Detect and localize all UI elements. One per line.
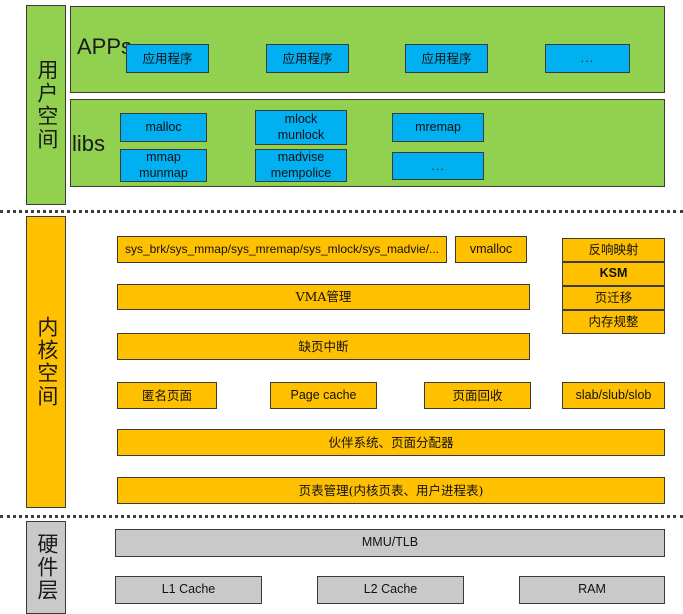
- hardware-ram-box[interactable]: RAM: [519, 576, 665, 604]
- lib-box-mremap-line1: mremap: [415, 119, 461, 134]
- lib-box-more[interactable]: ...: [392, 152, 484, 180]
- lib-box-malloc[interactable]: malloc: [120, 113, 207, 142]
- hardware-mmu-tlb-box[interactable]: MMU/TLB: [115, 529, 665, 557]
- lib-box-madvise-line2: mempolice: [270, 165, 332, 180]
- kernel-side-ksm[interactable]: KSM: [562, 262, 665, 286]
- app-box-1[interactable]: 应用程序: [126, 44, 209, 73]
- kernel-page-cache-box[interactable]: Page cache: [270, 382, 377, 409]
- kernel-page-reclaim-box[interactable]: 页面回收: [424, 382, 531, 409]
- libs-panel-title: libs: [72, 131, 106, 156]
- kernel-anonymous-pages-box[interactable]: 匿名页面: [117, 382, 217, 409]
- layer-label-hardware: 硬件层: [26, 521, 66, 614]
- kernel-page-fault-box[interactable]: 缺页中断: [117, 333, 530, 360]
- lib-box-mlock-line2: munlock: [277, 127, 325, 142]
- app-box-more[interactable]: ...: [545, 44, 630, 73]
- separator-kernel-hardware: [0, 515, 683, 518]
- lib-box-mlock[interactable]: mlock munlock: [255, 110, 347, 145]
- lib-box-mmap-line1: mmap: [146, 149, 181, 164]
- hardware-l2-cache-box[interactable]: L2 Cache: [317, 576, 464, 604]
- kernel-side-page-migration[interactable]: 页迁移: [562, 286, 665, 310]
- apps-panel-title: APPs: [77, 34, 133, 59]
- app-box-2[interactable]: 应用程序: [266, 44, 349, 73]
- kernel-buddy-allocator-box[interactable]: 伙伴系统、页面分配器: [117, 429, 665, 456]
- kernel-side-memory-compaction[interactable]: 内存规整: [562, 310, 665, 334]
- lib-box-mremap[interactable]: mremap: [392, 113, 484, 142]
- layer-label-user-space: 用户空间: [26, 5, 66, 205]
- kernel-slab-allocator-box[interactable]: slab/slub/slob: [562, 382, 665, 409]
- lib-box-madvise-line1: madvise: [277, 149, 325, 164]
- app-box-3[interactable]: 应用程序: [405, 44, 488, 73]
- lib-box-malloc-line1: malloc: [145, 119, 182, 134]
- lib-box-mmap-line2: munmap: [139, 165, 188, 180]
- hardware-l1-cache-box[interactable]: L1 Cache: [115, 576, 262, 604]
- lib-box-mmap[interactable]: mmap munmap: [120, 149, 207, 182]
- kernel-vma-management-box[interactable]: VMA管理: [117, 284, 530, 310]
- kernel-side-reverse-mapping[interactable]: 反响映射: [562, 238, 665, 262]
- kernel-vmalloc-box[interactable]: vmalloc: [455, 236, 527, 263]
- kernel-page-table-box[interactable]: 页表管理(内核页表、用户进程表): [117, 477, 665, 504]
- lib-box-mlock-line1: mlock: [284, 111, 318, 126]
- layer-label-kernel-space: 内核空间: [26, 216, 66, 508]
- lib-box-madvise[interactable]: madvise mempolice: [255, 149, 347, 182]
- kernel-syscalls-box[interactable]: sys_brk/sys_mmap/sys_mremap/sys_mlock/sy…: [117, 236, 447, 263]
- separator-user-kernel: [0, 210, 683, 213]
